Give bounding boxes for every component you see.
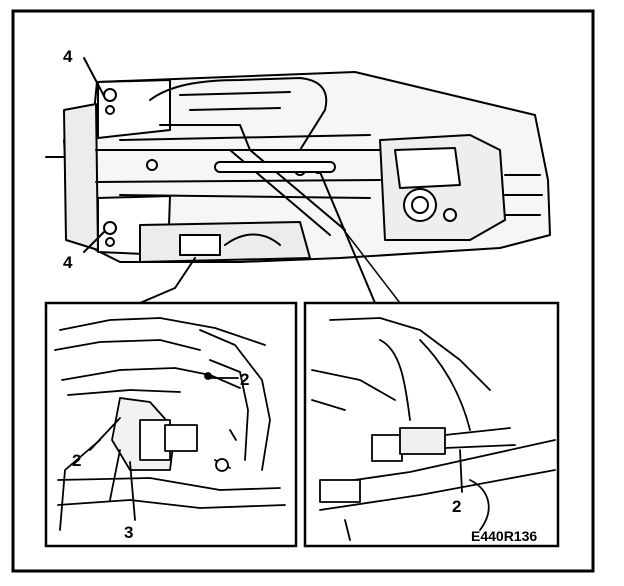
left-inset-panel	[44, 301, 298, 548]
right-inset-panel	[303, 301, 560, 548]
main-assembly	[45, 71, 551, 263]
callout-3-left: 3	[124, 523, 133, 542]
leader-lines	[83, 57, 401, 304]
callout-4-top: 4	[63, 47, 73, 66]
callout-2-left-upper: 2	[240, 370, 249, 389]
callout-2-right: 2	[452, 497, 461, 516]
callout-2-left-lower: 2	[72, 451, 81, 470]
callout-4-bottom: 4	[63, 253, 73, 272]
figure-code: E440R136	[471, 528, 537, 544]
